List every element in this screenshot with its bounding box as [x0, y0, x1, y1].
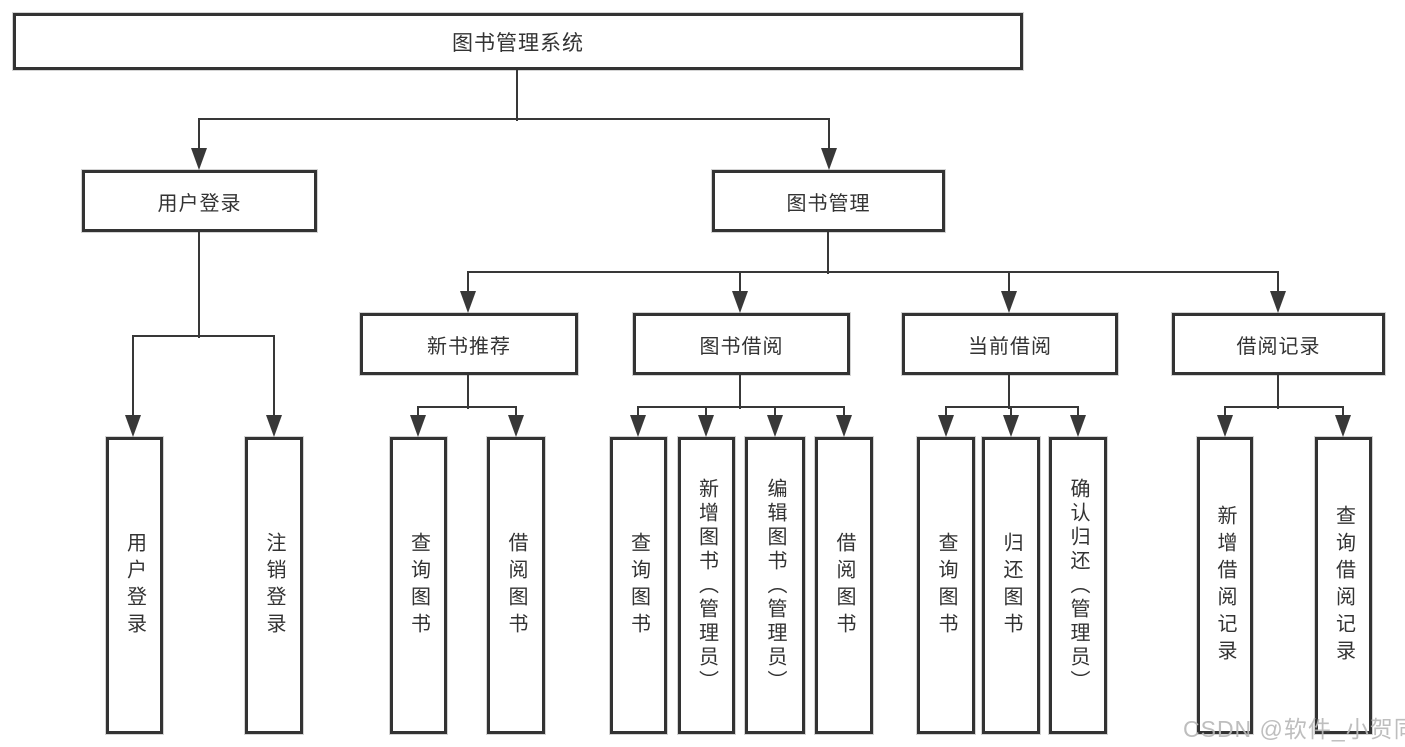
node-label: 图书借阅	[699, 335, 784, 358]
node-label: 新书推荐	[427, 335, 511, 358]
leaf-query-books-borrow: 查询图书	[610, 437, 667, 734]
arrow-down-icon	[938, 415, 954, 437]
connector-hline	[199, 118, 830, 120]
arrow-down-icon	[460, 291, 476, 313]
leaf-query-books-current: 查询图书	[917, 437, 975, 734]
connector-vline	[515, 406, 517, 415]
arrow-down-icon	[1001, 291, 1017, 313]
connector-vline	[1277, 375, 1279, 409]
connector-vline	[417, 406, 419, 415]
connector-hline	[133, 335, 275, 337]
connector-vline	[945, 406, 947, 415]
node-label: 编辑图书（管理员）	[764, 477, 786, 694]
connector-vline	[467, 375, 469, 409]
leaf-user-login: 用户登录	[106, 437, 163, 734]
connector-vline	[273, 335, 275, 415]
node-label: 注销登录	[263, 531, 285, 640]
node-label: 确认归还（管理员）	[1067, 477, 1089, 694]
leaf-borrow-books: 借阅图书	[815, 437, 873, 734]
node-book-borrowing: 图书借阅	[633, 313, 850, 375]
node-label: 图书管理	[786, 192, 871, 215]
connector-hline	[468, 271, 1279, 273]
connector-vline	[843, 406, 845, 415]
arrow-down-icon	[630, 415, 646, 437]
csdn-watermark: CSDN @软件_小贺同学	[1183, 716, 1405, 742]
leaf-confirm-return-admin: 确认归还（管理员）	[1049, 437, 1107, 734]
connector-vline	[467, 271, 469, 291]
connector-hline	[946, 406, 1079, 408]
connector-vline	[1224, 406, 1226, 415]
arrow-down-icon	[266, 415, 282, 437]
node-label: 图书管理系统	[452, 31, 584, 55]
node-label: 用户登录	[123, 531, 146, 640]
leaf-query-borrow-record: 查询借阅记录	[1315, 437, 1372, 734]
leaf-logout: 注销登录	[245, 437, 303, 734]
arrow-down-icon	[732, 291, 748, 313]
node-label: 查询图书	[407, 531, 430, 640]
arrow-down-icon	[1270, 291, 1286, 313]
arrow-down-icon	[767, 415, 783, 437]
leaf-edit-books-admin: 编辑图书（管理员）	[745, 437, 805, 734]
leaf-add-borrow-record: 新增借阅记录	[1197, 437, 1253, 734]
arrow-down-icon	[1070, 415, 1086, 437]
node-root-library-system: 图书管理系统	[13, 13, 1023, 70]
arrow-down-icon	[698, 415, 714, 437]
arrow-down-icon	[1003, 415, 1019, 437]
node-label: 借阅图书	[833, 531, 855, 640]
connector-vline	[1342, 406, 1344, 415]
connector-vline	[1010, 406, 1012, 415]
node-label: 借阅图书	[505, 531, 527, 640]
connector-vline	[198, 232, 200, 338]
node-label: 归还图书	[1000, 531, 1022, 640]
arrow-down-icon	[1217, 415, 1233, 437]
arrow-down-icon	[1335, 415, 1351, 437]
node-book-management-group: 图书管理	[712, 170, 945, 232]
node-new-book-recommendation: 新书推荐	[360, 313, 578, 375]
connector-hline	[418, 406, 517, 408]
connector-vline	[637, 406, 639, 415]
connector-vline	[198, 118, 200, 148]
connector-vline	[827, 232, 829, 274]
node-label: 当前借阅	[968, 335, 1052, 358]
connector-vline	[739, 271, 741, 291]
leaf-return-books: 归还图书	[982, 437, 1040, 734]
leaf-query-books-newbook: 查询图书	[390, 437, 447, 734]
node-label: 查询借阅记录	[1332, 504, 1355, 667]
node-label: 新增借阅记录	[1214, 504, 1236, 667]
connector-vline	[774, 406, 776, 415]
connector-hline	[638, 406, 845, 408]
node-borrowing-records: 借阅记录	[1172, 313, 1385, 375]
leaf-borrow-books-newbook: 借阅图书	[487, 437, 545, 734]
connector-vline	[739, 375, 741, 409]
connector-vline	[1008, 271, 1010, 291]
node-label: 借阅记录	[1236, 335, 1321, 358]
leaf-add-books-admin: 新增图书（管理员）	[678, 437, 735, 734]
node-label: 用户登录	[157, 192, 242, 215]
connector-vline	[132, 335, 134, 415]
node-label: 查询图书	[627, 531, 650, 640]
connector-vline	[1008, 375, 1010, 409]
node-label: 新增图书（管理员）	[695, 477, 718, 694]
connector-vline	[516, 70, 518, 121]
node-current-borrowing: 当前借阅	[902, 313, 1118, 375]
arrow-down-icon	[191, 148, 207, 170]
arrow-down-icon	[410, 415, 426, 437]
arrow-down-icon	[821, 148, 837, 170]
arrow-down-icon	[508, 415, 524, 437]
connector-hline	[1225, 406, 1344, 408]
connector-vline	[828, 118, 830, 148]
arrow-down-icon	[125, 415, 141, 437]
node-label: 查询图书	[935, 531, 957, 640]
node-user-login-group: 用户登录	[82, 170, 317, 232]
connector-vline	[1277, 271, 1279, 291]
arrow-down-icon	[836, 415, 852, 437]
connector-vline	[705, 406, 707, 415]
connector-vline	[1077, 406, 1079, 415]
